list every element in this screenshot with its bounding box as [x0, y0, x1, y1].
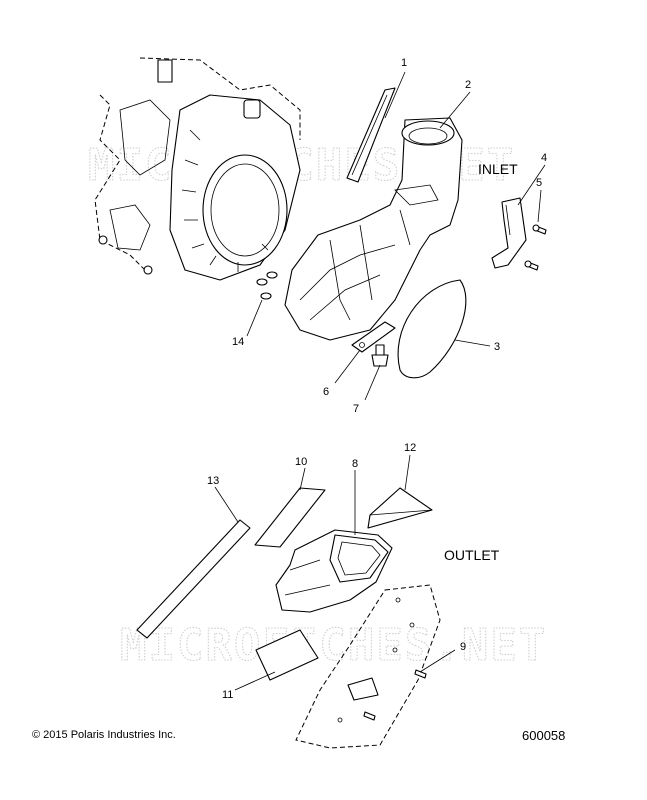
mount-plate: [351, 321, 396, 353]
diagram-reference-number: 600058: [522, 728, 565, 743]
callout-labels: 1 2 3 4 5 6 7 8 9 10 11 12 13 14: [207, 57, 547, 701]
inlet-bracket: [491, 197, 527, 269]
copyright-text: © 2015 Polaris Industries Inc.: [32, 729, 176, 741]
callout-13: 13: [207, 475, 219, 487]
inlet-label: INLET: [478, 161, 518, 177]
engine-assembly: [94, 57, 301, 281]
callout-7: 7: [353, 403, 359, 415]
outlet-label: OUTLET: [444, 547, 500, 563]
callout-3: 3: [494, 341, 500, 353]
callout-6: 6: [323, 386, 329, 398]
outlet-plate-10: [254, 487, 326, 548]
seal-plate: [397, 279, 467, 379]
mount-bolt: [371, 344, 389, 367]
callout-11: 11: [222, 689, 233, 701]
outlet-wedge-12: [367, 487, 433, 529]
callout-10: 10: [295, 456, 307, 468]
washers: [256, 271, 278, 300]
callout-5: 5: [536, 177, 542, 189]
bracket-screws: [524, 224, 547, 271]
pad-11: [255, 629, 319, 681]
inlet-gasket-plate: [346, 87, 396, 183]
callout-1: 1: [401, 57, 407, 69]
callout-4: 4: [541, 152, 547, 164]
watermark-bottom: MICROFICHES.NET: [120, 620, 547, 671]
leader-lines: [214, 71, 546, 691]
callout-12: 12: [404, 442, 416, 454]
callout-9: 9: [460, 641, 466, 653]
callout-8: 8: [352, 458, 358, 470]
outlet-duct: [275, 529, 393, 613]
callout-14: 14: [232, 336, 244, 348]
callout-2: 2: [465, 79, 471, 91]
outlet-panel-9: [295, 584, 441, 749]
foam-strip-13: [136, 519, 251, 639]
